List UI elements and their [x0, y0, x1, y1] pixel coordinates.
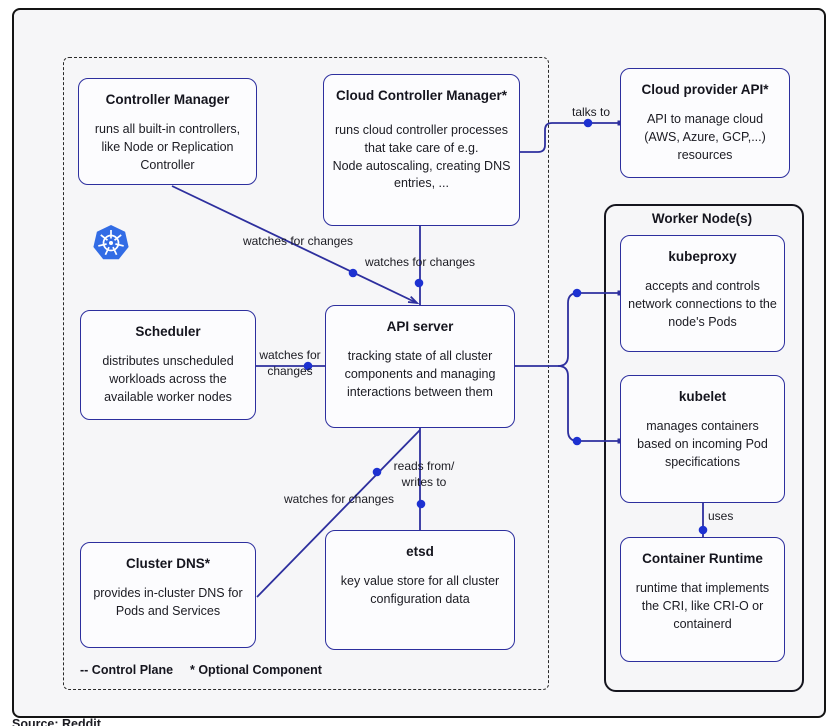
line-dot [572, 288, 582, 298]
container-runtime-box: Container Runtime runtime that implement… [620, 537, 785, 662]
cloud-provider-api-description: API to manage cloud (AWS, Azure, GCP,...… [644, 112, 766, 162]
arrowhead-api-top [407, 295, 420, 305]
controller-manager-description: runs all built-in controllers, like Node… [94, 122, 241, 172]
label-uses: uses [708, 509, 734, 523]
connector-api-to-dns [256, 429, 421, 598]
label-watches-dns: watches for changes [283, 492, 395, 506]
line-dot [348, 268, 358, 278]
kubeproxy-box: kubeproxy accepts and controls network c… [620, 235, 785, 352]
cloud-controller-manager-box: Cloud Controller Manager* runs cloud con… [323, 74, 520, 226]
line-dot [698, 525, 708, 535]
scheduler-box: Scheduler distributes unscheduled worklo… [80, 310, 256, 420]
connector-api-to-kubeproxy [557, 292, 620, 367]
line-dot [414, 278, 424, 288]
api-server-title: API server [386, 319, 454, 334]
line-dot [572, 436, 582, 446]
label-talks-to: talks to [571, 105, 610, 119]
line-dot [303, 361, 313, 371]
controller-manager-title: Controller Manager [105, 92, 230, 107]
line-dot [583, 118, 593, 128]
legend-control-plane: -- Control Plane [80, 663, 174, 677]
kubernetes-logo-icon [93, 225, 129, 260]
connector-cm-to-api [171, 185, 418, 304]
cloud-provider-api-box: Cloud provider API* API to manage cloud … [620, 68, 790, 178]
cloud-provider-api-title: Cloud provider API* [641, 82, 769, 97]
scheduler-description: distributes unscheduled workloads across… [102, 354, 234, 404]
source-note: Source: Reddit [12, 717, 101, 726]
etsd-title: etsd [406, 544, 434, 559]
kubeproxy-description: accepts and controls network connections… [628, 279, 777, 329]
connector-ccm-to-cloudapi [520, 122, 620, 153]
scheduler-title: Scheduler [135, 324, 201, 339]
api-server-box: API server tracking state of all cluster… [325, 305, 515, 428]
cluster-dns-title: Cluster DNS* [125, 556, 211, 571]
line-dot [416, 499, 426, 509]
label-watches-cm: watches for changes [242, 234, 354, 248]
cloud-controller-manager-description: runs cloud controller processes that tak… [332, 123, 511, 191]
connector-api-to-kubelet [557, 365, 620, 442]
control-plane-region [63, 57, 549, 690]
api-server-description: tracking state of all cluster components… [344, 349, 496, 399]
cluster-dns-box: Cluster DNS* provides in-cluster DNS for… [80, 542, 256, 648]
kubelet-description: manages containers based on incoming Pod… [637, 419, 768, 469]
cluster-dns-description: provides in-cluster DNS for Pods and Ser… [93, 586, 243, 618]
label-reads-writes: reads from/ writes to [393, 459, 455, 489]
kubelet-title: kubelet [678, 389, 727, 404]
etsd-description: key value store for all cluster configur… [340, 574, 500, 606]
etsd-box: etsd key value store for all cluster con… [325, 530, 515, 650]
kubelet-box: kubelet manages containers based on inco… [620, 375, 785, 503]
label-watches-ccm: watches for changes [364, 255, 476, 269]
kubeproxy-title: kubeproxy [668, 249, 737, 264]
container-runtime-title: Container Runtime [642, 551, 763, 566]
worker-node-title: Worker Node(s) [651, 211, 753, 226]
label-watches-scheduler: watches for changes [259, 348, 321, 378]
container-runtime-description: runtime that implements the CRI, like CR… [635, 581, 770, 631]
controller-manager-box: Controller Manager runs all built-in con… [78, 78, 257, 185]
legend-optional-component: * Optional Component [190, 663, 322, 677]
cloud-controller-manager-title: Cloud Controller Manager* [335, 88, 507, 103]
line-dot [372, 467, 382, 477]
